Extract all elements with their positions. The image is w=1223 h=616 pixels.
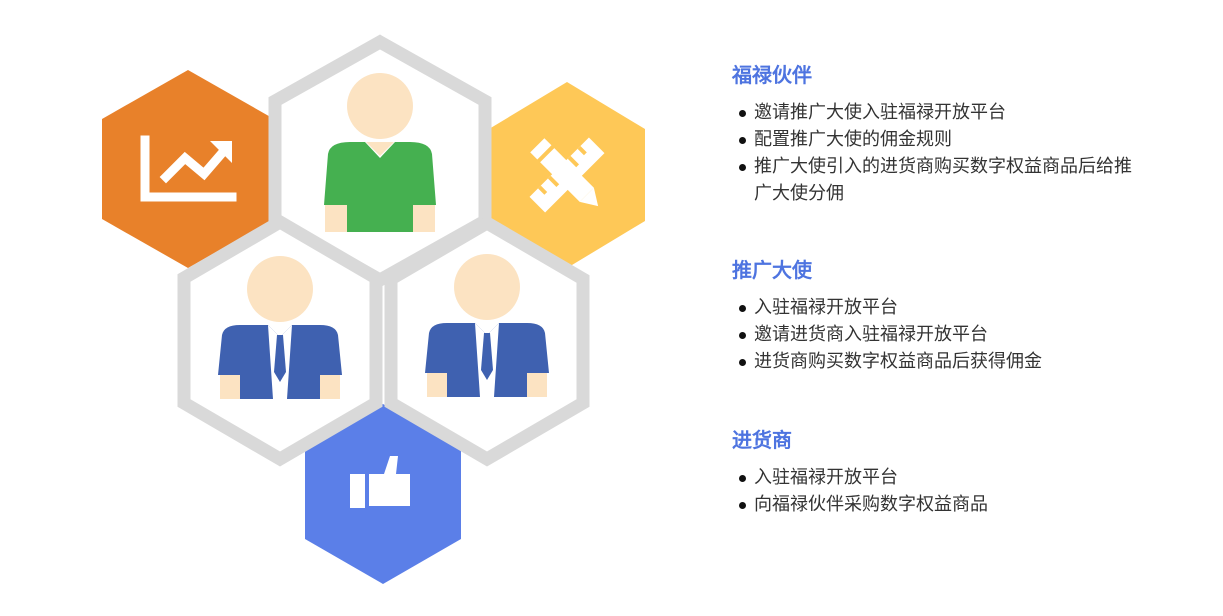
person-blue-suit-icon-left	[218, 256, 342, 399]
role-item: 入驻福禄开放平台	[730, 464, 1190, 491]
role-item: 配置推广大使的佣金规则	[730, 126, 1190, 153]
role-ambassador: 推广大使 入驻福禄开放平台 邀请进货商入驻福禄开放平台 进货商购买数字权益商品后…	[730, 258, 1190, 375]
role-items: 邀请推广大使入驻福禄开放平台 配置推广大使的佣金规则 推广大使引入的进货商购买数…	[730, 99, 1190, 207]
hexagon-diagram	[102, 34, 645, 584]
role-title: 进货商	[732, 428, 792, 452]
thumbs-up-icon	[350, 456, 410, 508]
role-item: 邀请推广大使入驻福禄开放平台	[730, 99, 1190, 126]
role-items: 入驻福禄开放平台 邀请进货商入驻福禄开放平台 进货商购买数字权益商品后获得佣金	[730, 294, 1190, 375]
pencil-ruler-icon	[529, 137, 605, 213]
role-partner: 福禄伙伴 邀请推广大使入驻福禄开放平台 配置推广大使的佣金规则 推广大使引入的进…	[730, 63, 1190, 207]
chart-trend-up-icon	[140, 135, 237, 202]
person-green-shirt-icon	[324, 73, 436, 232]
role-item: 推广大使引入的进货商购买数字权益商品后给推广大使分佣	[730, 153, 1134, 207]
role-item: 邀请进货商入驻福禄开放平台	[730, 321, 1190, 348]
person-blue-suit-icon-right	[425, 254, 549, 397]
role-title: 福禄伙伴	[732, 63, 812, 87]
role-dealer: 进货商 入驻福禄开放平台 向福禄伙伴采购数字权益商品	[730, 428, 1190, 518]
orange-hexagon	[102, 70, 274, 268]
role-item: 入驻福禄开放平台	[730, 294, 1190, 321]
role-items: 入驻福禄开放平台 向福禄伙伴采购数字权益商品	[730, 464, 1190, 518]
role-item: 进货商购买数字权益商品后获得佣金	[730, 348, 1190, 375]
role-title: 推广大使	[732, 258, 812, 282]
role-item: 向福禄伙伴采购数字权益商品	[730, 491, 1190, 518]
